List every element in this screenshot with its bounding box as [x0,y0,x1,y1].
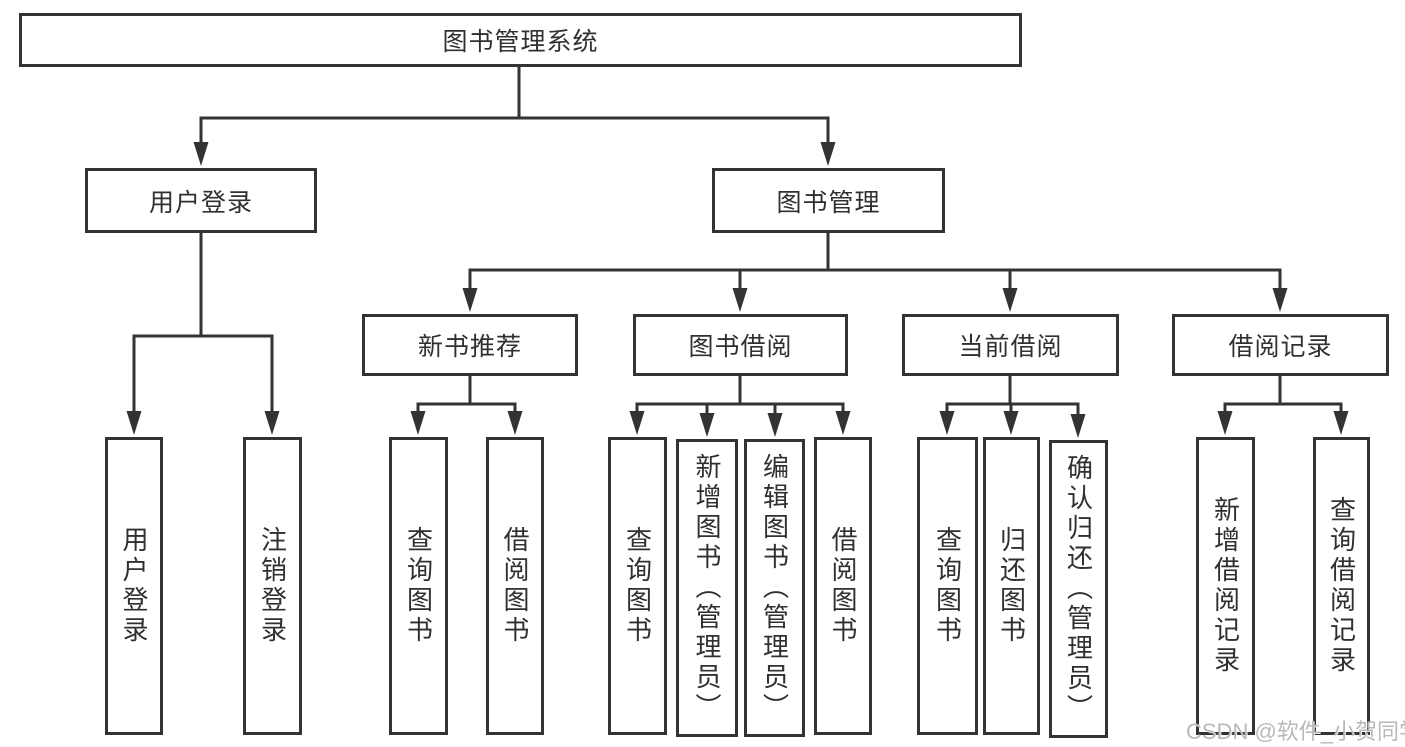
node-new-book-recommend: 新书推荐 [362,314,578,376]
node-user-login: 用户登录 [85,168,317,233]
node-book-management-label: 图书管理 [776,188,881,217]
leaf-return-book-label: 归还图书 [996,526,1027,646]
leaf-query-borrow-record: 查询借阅记录 [1313,437,1370,735]
leaf-confirm-return-admin-label: 确认归还（管理员） [1063,454,1094,724]
leaf-user-login-label: 用户登录 [119,526,149,646]
leaf-query-books-current: 查询图书 [917,437,978,735]
node-borrow-records-label: 借阅记录 [1228,333,1333,361]
leaf-return-book: 归还图书 [983,437,1040,735]
node-book-borrow-label: 图书借阅 [688,333,793,361]
leaf-borrow-books-recommend-label: 借阅图书 [500,526,530,646]
leaf-add-book-admin-label: 新增图书（管理员） [692,453,722,723]
node-book-management: 图书管理 [712,168,945,233]
leaf-confirm-return-admin: 确认归还（管理员） [1049,440,1108,738]
leaf-query-books-recommend-label: 查询图书 [403,526,434,646]
leaf-query-books-borrow-label: 查询图书 [622,526,653,646]
leaf-query-borrow-record-label: 查询借阅记录 [1326,496,1357,676]
node-root: 图书管理系统 [19,13,1022,67]
leaf-query-books-current-label: 查询图书 [932,526,963,646]
leaf-logout: 注销登录 [243,437,302,735]
node-borrow-records: 借阅记录 [1172,314,1389,376]
leaf-query-books-borrow: 查询图书 [608,437,667,735]
leaf-edit-book-admin-label: 编辑图书（管理员） [759,453,790,723]
leaf-borrow-books-label: 借阅图书 [828,526,858,646]
watermark: CSDN @软件_小贺同学 [1186,719,1405,744]
leaf-logout-label: 注销登录 [257,526,288,646]
node-user-login-label: 用户登录 [148,188,253,217]
node-current-borrow: 当前借阅 [902,314,1119,376]
node-new-book-recommend-label: 新书推荐 [417,333,522,361]
leaf-add-borrow-record-label: 新增借阅记录 [1210,496,1241,676]
leaf-add-borrow-record: 新增借阅记录 [1196,437,1255,735]
leaf-user-login: 用户登录 [105,437,163,735]
leaf-edit-book-admin: 编辑图书（管理员） [744,439,805,737]
leaf-borrow-books: 借阅图书 [814,437,872,735]
node-current-borrow-label: 当前借阅 [958,333,1063,361]
node-book-borrow: 图书借阅 [633,314,848,376]
node-root-label: 图书管理系统 [442,28,599,56]
leaf-borrow-books-recommend: 借阅图书 [486,437,544,735]
leaf-query-books-recommend: 查询图书 [389,437,448,735]
leaf-add-book-admin: 新增图书（管理员） [676,439,738,737]
